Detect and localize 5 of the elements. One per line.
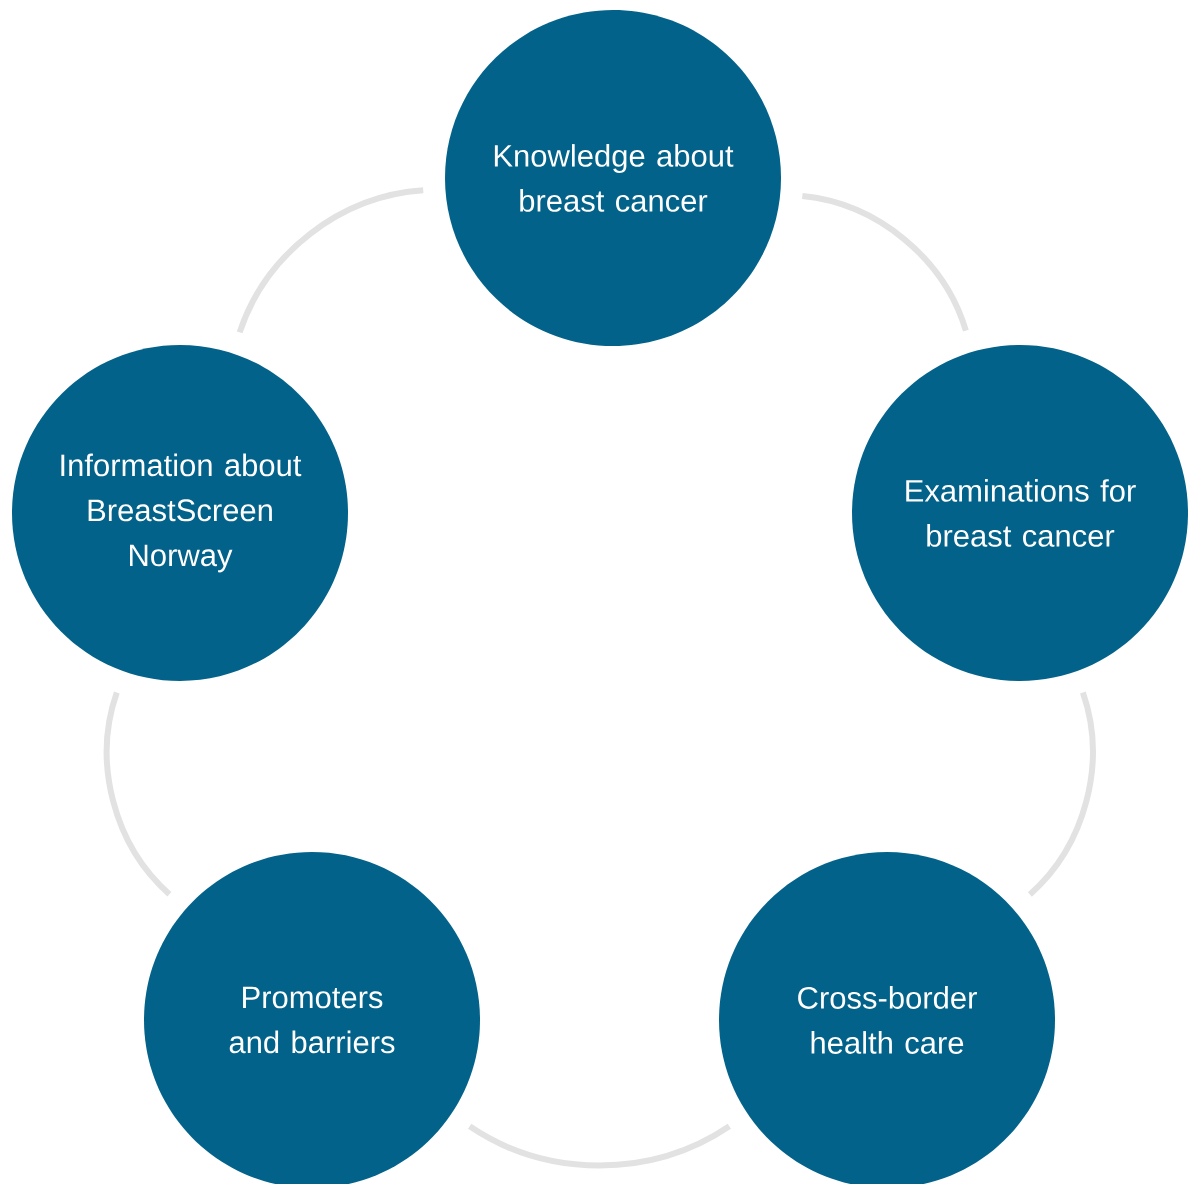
ring-arc bbox=[103, 691, 172, 897]
ring-arc bbox=[1027, 691, 1096, 897]
ring-arc bbox=[801, 193, 969, 332]
ring-arc bbox=[468, 1123, 731, 1169]
ring-arc bbox=[236, 187, 424, 334]
